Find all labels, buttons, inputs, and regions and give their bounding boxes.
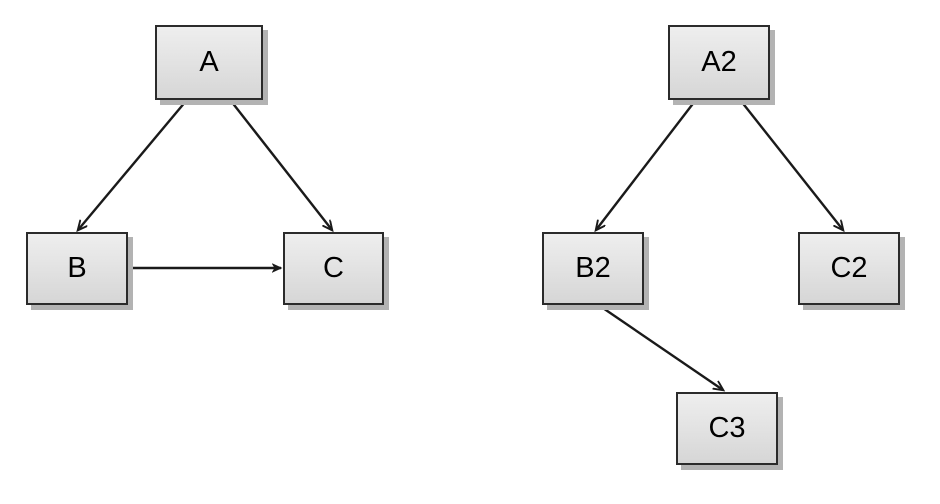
edges-group <box>78 100 843 390</box>
edge-a2-to-c2 <box>740 100 843 230</box>
edge-a-to-c <box>230 100 332 230</box>
edge-a-to-b <box>78 100 187 230</box>
edge-b2-to-c3 <box>599 305 723 390</box>
node-a[interactable]: A <box>155 25 263 100</box>
node-c3[interactable]: C3 <box>676 392 778 465</box>
node-label: B <box>67 252 87 284</box>
node-label: C <box>323 252 344 284</box>
node-c[interactable]: C <box>283 232 384 305</box>
node-label: C2 <box>830 252 868 284</box>
node-label: C3 <box>708 412 746 444</box>
node-c2[interactable]: C2 <box>798 232 900 305</box>
node-label: B2 <box>575 252 611 284</box>
node-b2[interactable]: B2 <box>542 232 644 305</box>
node-b[interactable]: B <box>26 232 128 305</box>
node-label: A2 <box>701 46 737 78</box>
node-label: A <box>199 46 219 78</box>
edge-a2-to-b2 <box>596 100 696 230</box>
node-a2[interactable]: A2 <box>668 25 770 100</box>
